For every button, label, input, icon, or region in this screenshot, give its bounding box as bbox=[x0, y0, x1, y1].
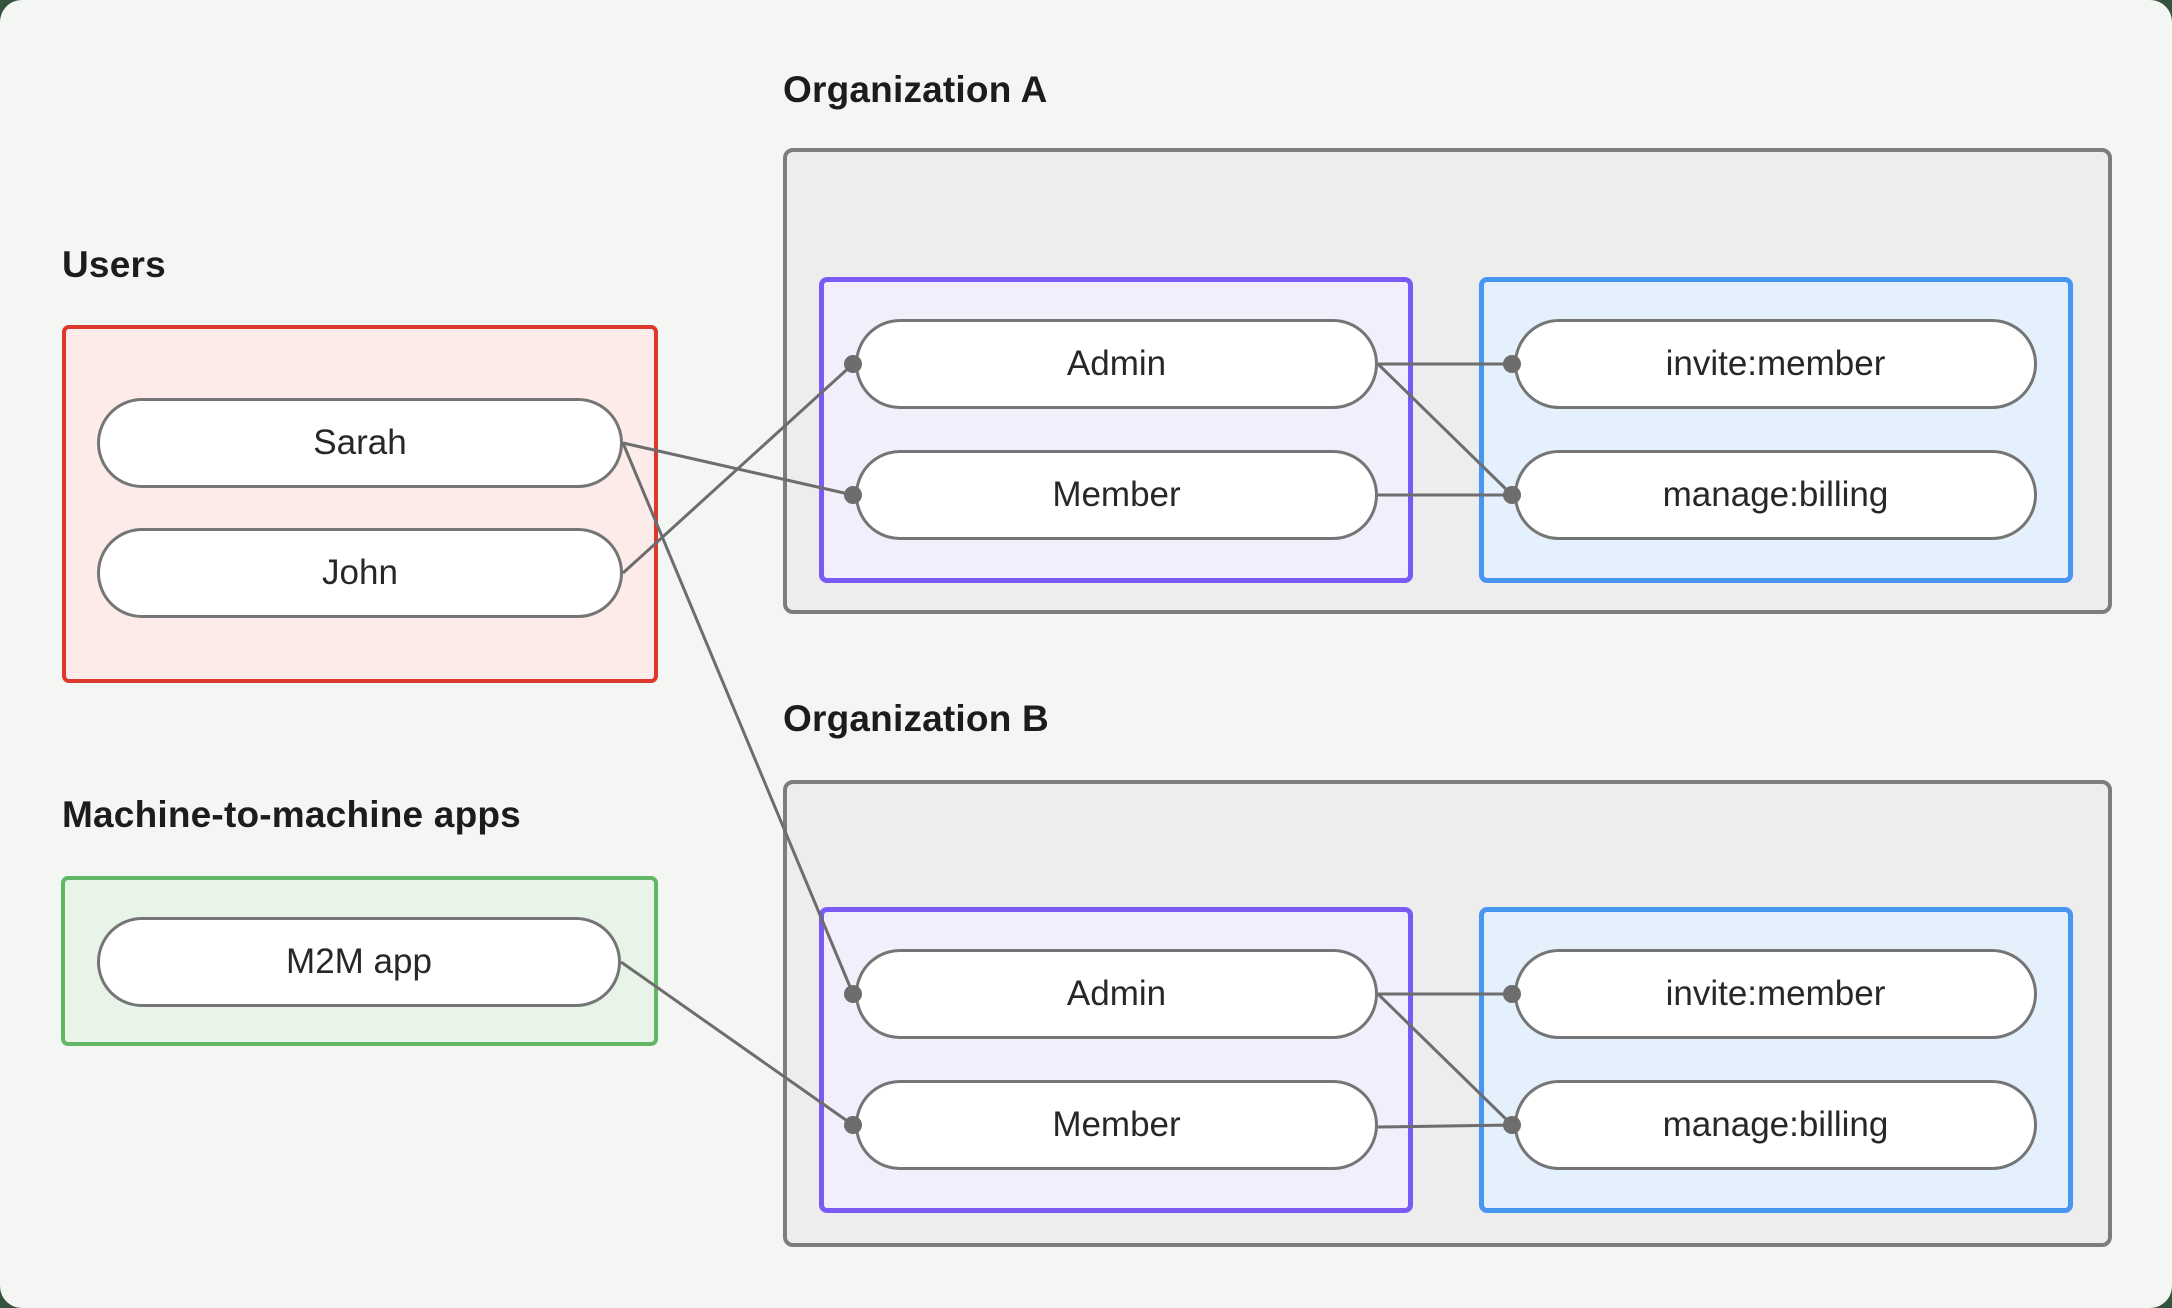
user-node-sarah: Sarah bbox=[97, 398, 623, 488]
org-a-role-admin: Admin bbox=[855, 319, 1378, 409]
org-a-role-member: Member bbox=[855, 450, 1378, 540]
m2m-section-label: Machine-to-machine apps bbox=[62, 794, 521, 835]
org-a-permission-manage-billing: manage:billing bbox=[1514, 450, 2037, 540]
org-b-title: Organization B bbox=[783, 698, 1049, 739]
org-b-role-member: Member bbox=[855, 1080, 1378, 1170]
org-b-permission-invite-member: invite:member bbox=[1514, 949, 2037, 1039]
org-b-permission-manage-billing: manage:billing bbox=[1514, 1080, 2037, 1170]
users-group-box bbox=[62, 325, 658, 683]
org-a-permission-invite-member: invite:member bbox=[1514, 319, 2037, 409]
m2m-app-node: M2M app bbox=[97, 917, 621, 1007]
org-b-role-admin: Admin bbox=[855, 949, 1378, 1039]
users-section-label: Users bbox=[62, 244, 166, 285]
user-node-john: John bbox=[97, 528, 623, 618]
org-a-title: Organization A bbox=[783, 69, 1048, 110]
